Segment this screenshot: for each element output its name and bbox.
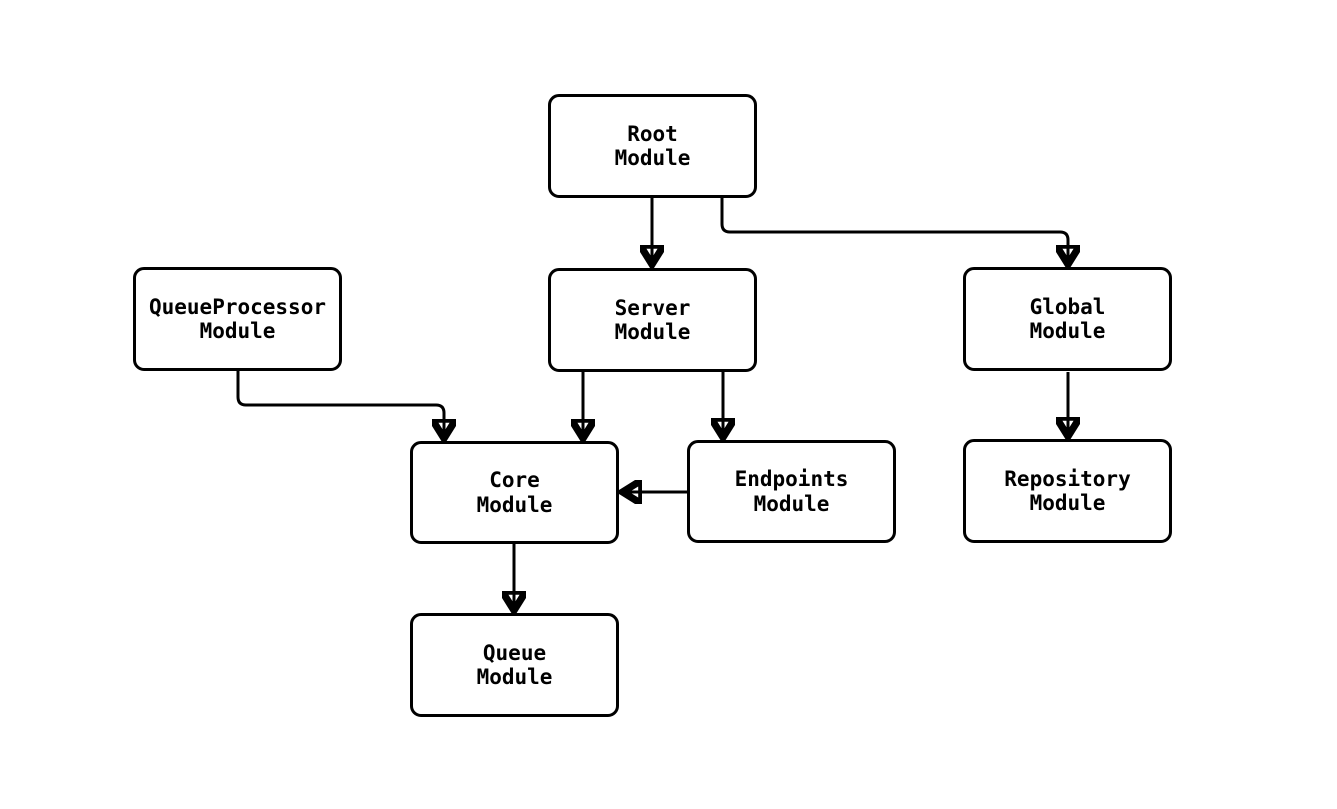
node-queueprocessor-module-label-line1: QueueProcessor xyxy=(148,294,326,319)
node-endpoints-module-label-line1: Endpoints xyxy=(734,467,849,492)
node-server-module: Server Module xyxy=(548,268,757,372)
edge-root-to-global xyxy=(720,198,1068,262)
node-core-module-label-line1: Core xyxy=(489,468,540,493)
node-queueprocessor-module-label-line2: Module xyxy=(199,319,276,343)
edge-queueprocessor-to-core xyxy=(236,371,444,436)
node-core-module-label-line2: Module xyxy=(476,492,553,517)
node-global-module: Global Module xyxy=(963,267,1172,371)
node-root-module-label-line1: Root xyxy=(627,121,678,146)
node-global-module-label-line2: Module xyxy=(1029,319,1106,343)
node-server-module-label-line1: Server xyxy=(614,295,691,320)
node-root-module: Root Module xyxy=(548,94,757,198)
node-global-module-label-line1: Global xyxy=(1029,294,1106,319)
node-endpoints-module: Endpoints Module xyxy=(687,440,896,543)
node-repository-module: Repository Module xyxy=(963,439,1172,543)
node-queue-module: Queue Module xyxy=(410,613,619,717)
node-repository-module-label-line2: Module xyxy=(1029,491,1106,515)
node-queue-module-label-line1: Queue xyxy=(482,640,547,665)
node-root-module-label-line2: Module xyxy=(614,146,691,170)
node-endpoints-module-label-line2: Module xyxy=(753,491,830,516)
node-repository-module-label-line1: Repository xyxy=(1004,466,1131,491)
node-queueprocessor-module: QueueProcessor Module xyxy=(133,267,342,371)
node-core-module: Core Module xyxy=(410,441,619,544)
node-server-module-label-line2: Module xyxy=(614,320,691,344)
node-queue-module-label-line2: Module xyxy=(476,665,553,689)
